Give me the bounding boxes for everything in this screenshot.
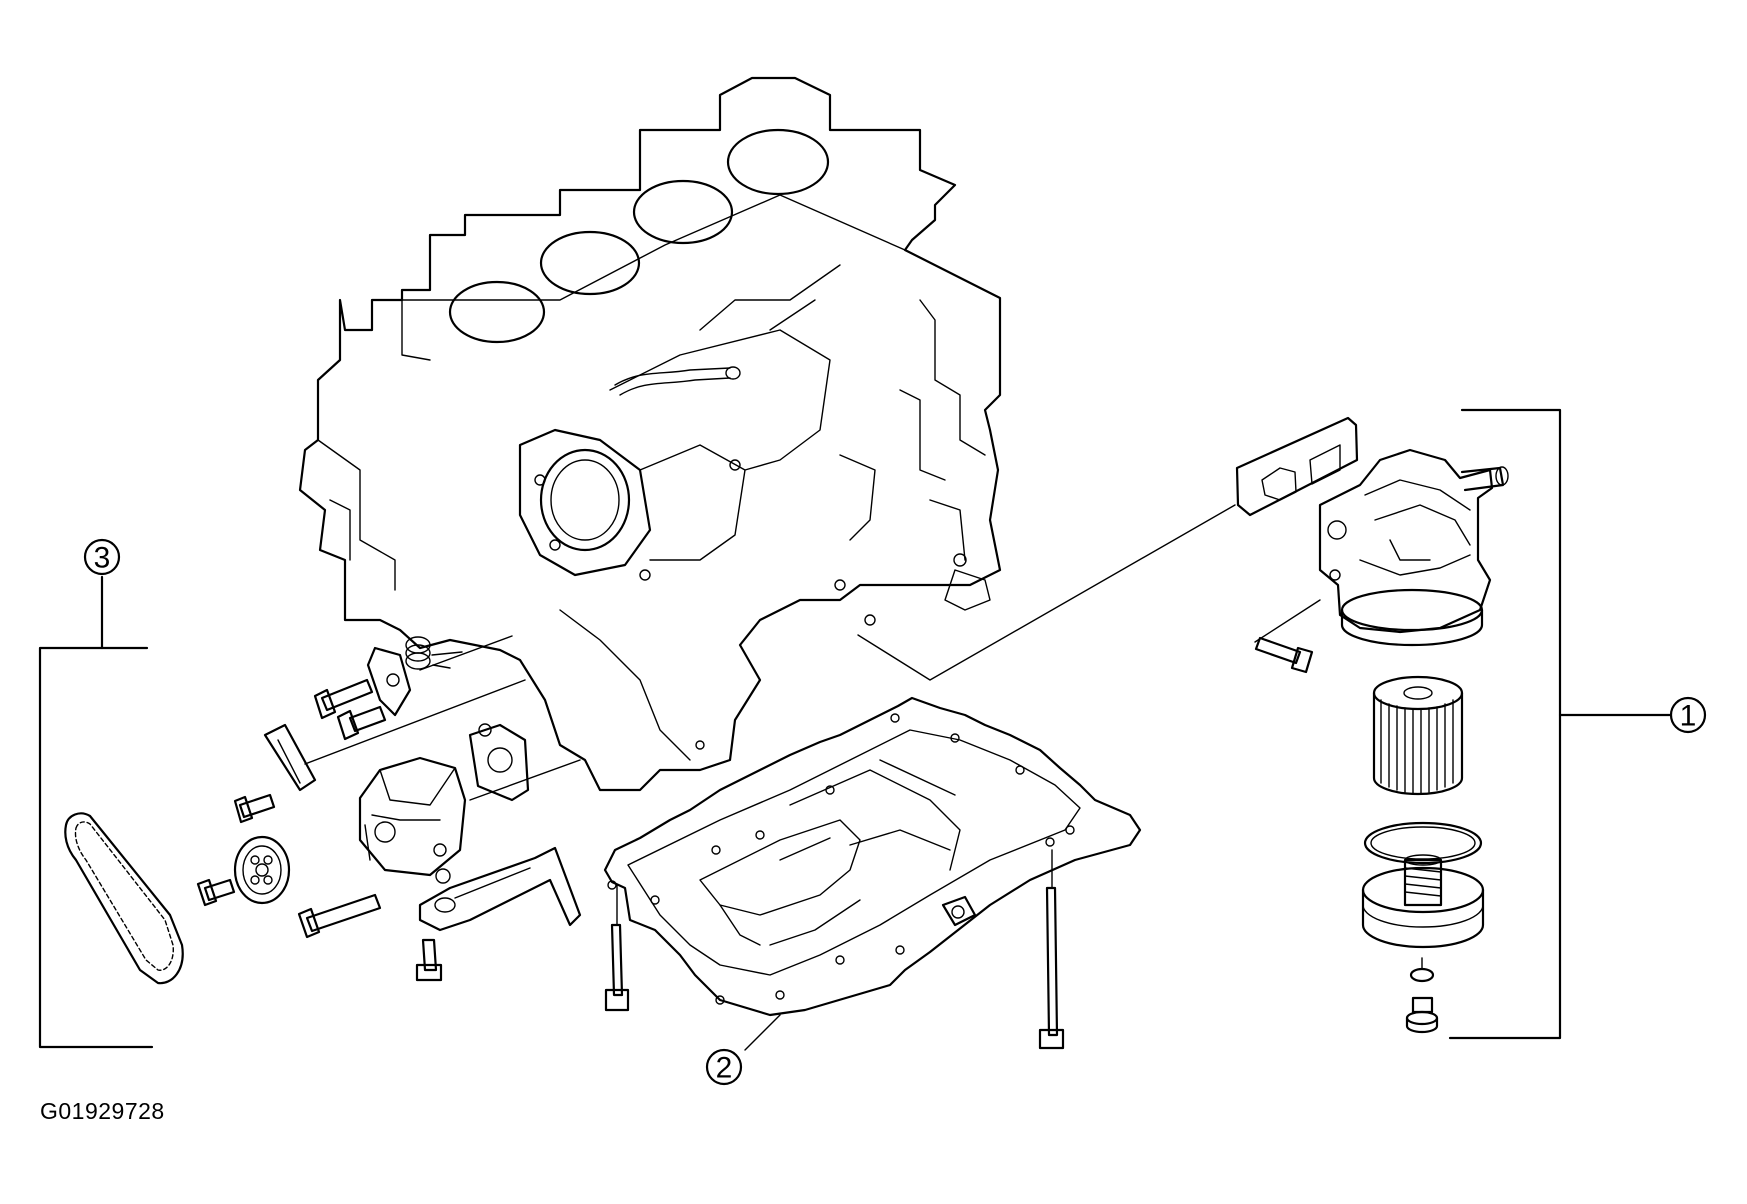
figure-id: G01929728	[40, 1098, 165, 1124]
callout-1-bracket	[1448, 408, 1672, 1040]
callout-2-label: 2	[716, 1052, 733, 1085]
oil-pump-assembly	[64, 635, 582, 985]
callout-3-label: 3	[94, 542, 111, 575]
callout-1-label: 1	[1680, 700, 1697, 733]
cylinder-block	[298, 76, 1002, 792]
oil-pan	[603, 696, 1142, 1051]
oil-pump-sprocket	[233, 835, 291, 905]
oil-filter-cap	[1361, 854, 1485, 949]
callout-3-bracket	[38, 575, 154, 1049]
callout-1: 1	[1669, 696, 1707, 734]
callout-2: 2	[705, 1048, 743, 1086]
callout-3: 3	[83, 538, 121, 576]
oil-filter-assembly	[857, 416, 1509, 1034]
oil-filter-element	[1372, 675, 1464, 796]
oil-pump-bolts	[313, 678, 387, 741]
relief-valve-spring	[405, 636, 463, 670]
